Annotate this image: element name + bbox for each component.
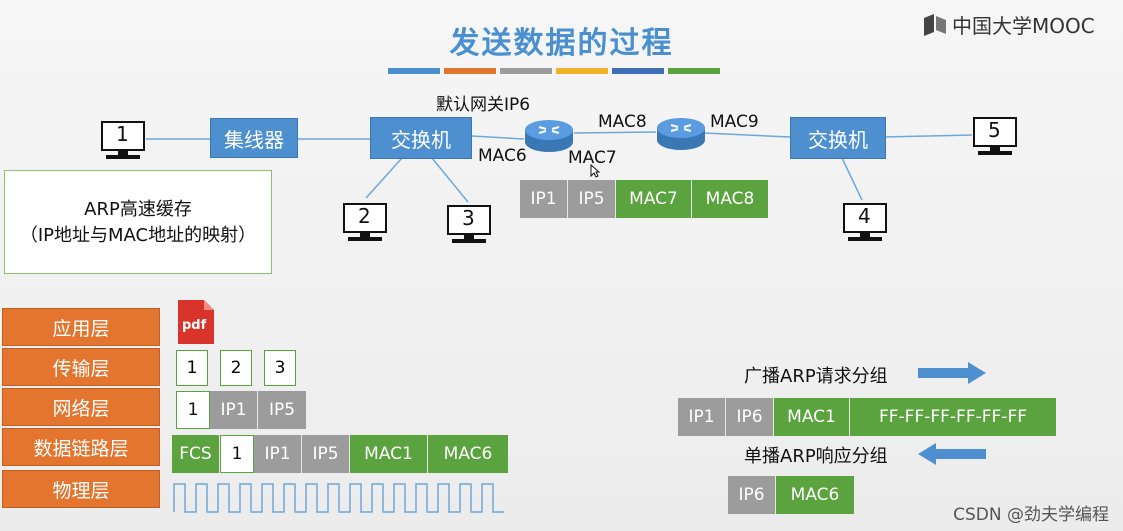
csdn-watermark: CSDN @劲夫学编程 <box>953 505 1109 525</box>
router-icon <box>657 118 705 150</box>
hub: 集线器 <box>210 118 298 158</box>
network-packet: 1 IP1 IP5 <box>176 391 306 429</box>
frame-field: IP5 <box>302 435 350 473</box>
arp-request-packet: IP1 IP6 MAC1 FF-FF-FF-FF-FF-FF <box>678 398 1056 436</box>
link-switch-host3 <box>431 157 469 203</box>
physical-signal-wave <box>173 483 504 513</box>
host-2-label: 2 <box>358 204 371 228</box>
packet-field: IP1 <box>678 398 726 436</box>
packet-field: FF-FF-FF-FF-FF-FF <box>850 398 1056 436</box>
transport-segment-3: 3 <box>264 350 296 386</box>
link-switch-router1 <box>471 135 525 140</box>
arp-cache-title: ARP高速缓存 <box>84 199 192 220</box>
transport-segment-1: 1 <box>176 350 208 386</box>
layer-datalink: 数据链路层 <box>2 428 160 466</box>
host-1-label: 1 <box>116 122 129 146</box>
link-router1-router2 <box>573 131 657 134</box>
frame-field: MAC1 <box>350 435 428 473</box>
packet-field: MAC7 <box>616 180 692 218</box>
packet-field: IP6 <box>728 476 776 514</box>
switch-1: 交换机 <box>370 117 472 159</box>
mooc-logo-icon <box>922 13 948 36</box>
router-packet: IP1 IP5 MAC7 MAC8 <box>520 180 768 218</box>
link-router2-switch2 <box>703 132 791 138</box>
host-5-label: 5 <box>988 118 1001 142</box>
frame-field: FCS <box>172 435 220 473</box>
computer-icon <box>973 117 1017 155</box>
frame-field: IP1 <box>254 435 302 473</box>
layer-application: 应用层 <box>2 308 160 346</box>
stripe-3 <box>500 68 552 74</box>
layer-transport: 传输层 <box>2 348 160 386</box>
host-4: 4 <box>842 202 888 248</box>
host-3-label: 3 <box>462 206 475 230</box>
gateway-label: 默认网关IP6 <box>436 95 531 115</box>
switch-2: 交换机 <box>790 117 886 159</box>
packet-field: 1 <box>176 391 210 429</box>
layer-physical: 物理层 <box>2 470 160 508</box>
mac7-label: MAC7 <box>568 148 617 168</box>
arp-reply-packet: IP6 MAC6 <box>728 476 854 514</box>
stripe-5 <box>612 68 664 74</box>
pdf-icon: pdf <box>176 298 216 350</box>
packet-field: IP5 <box>568 180 616 218</box>
pdf-icon-label: pdf <box>182 318 207 333</box>
packet-field: MAC1 <box>774 398 850 436</box>
link-switch2-host4 <box>841 157 863 201</box>
stripe-6 <box>668 68 720 74</box>
mooc-logo-text: 中国大学MOOC <box>952 14 1095 38</box>
packet-field: MAC8 <box>692 180 768 218</box>
layer-network: 网络层 <box>2 388 160 426</box>
router-2 <box>656 116 706 156</box>
host-2: 2 <box>342 202 388 248</box>
stripe-4 <box>556 68 608 74</box>
host-3: 3 <box>446 204 492 250</box>
packet-field: IP5 <box>258 391 306 429</box>
link-switch2-host5 <box>885 134 973 138</box>
arp-reply-label: 单播ARP响应分组 <box>744 446 888 467</box>
router-1 <box>524 118 574 158</box>
computer-icon <box>843 203 887 241</box>
packet-field: IP1 <box>210 391 258 429</box>
computer-icon <box>101 121 145 159</box>
stripe-2 <box>444 68 496 74</box>
frame-field: 1 <box>220 435 254 473</box>
mac9-label: MAC9 <box>710 112 759 132</box>
arrow-left-icon <box>918 443 986 469</box>
arrow-right-icon <box>918 362 986 388</box>
arp-request-label: 广播ARP请求分组 <box>744 366 888 387</box>
mac6-label: MAC6 <box>478 146 527 166</box>
link-switch-host2 <box>365 157 403 199</box>
page-title: 发送数据的过程 <box>449 26 674 61</box>
router-icon <box>525 120 573 152</box>
computer-icon <box>343 203 387 241</box>
host-4-label: 4 <box>858 204 871 228</box>
computer-icon <box>447 205 491 243</box>
mac8-label: MAC8 <box>598 112 647 132</box>
mooc-logo: 中国大学MOOC <box>922 10 1095 39</box>
packet-field: IP6 <box>726 398 774 436</box>
mouse-cursor-icon <box>590 163 601 182</box>
arp-cache-box: ARP高速缓存 （IP地址与MAC地址的映射） <box>4 170 272 274</box>
stripe-1 <box>388 68 440 74</box>
frame-field: MAC6 <box>428 435 508 473</box>
arp-cache-subtitle: （IP地址与MAC地址的映射） <box>19 225 257 246</box>
packet-field: MAC6 <box>776 476 854 514</box>
host-5: 5 <box>972 116 1018 162</box>
host-1: 1 <box>100 120 146 166</box>
datalink-frame: FCS 1 IP1 IP5 MAC1 MAC6 <box>172 435 508 473</box>
transport-segment-2: 2 <box>220 350 252 386</box>
packet-field: IP1 <box>520 180 568 218</box>
